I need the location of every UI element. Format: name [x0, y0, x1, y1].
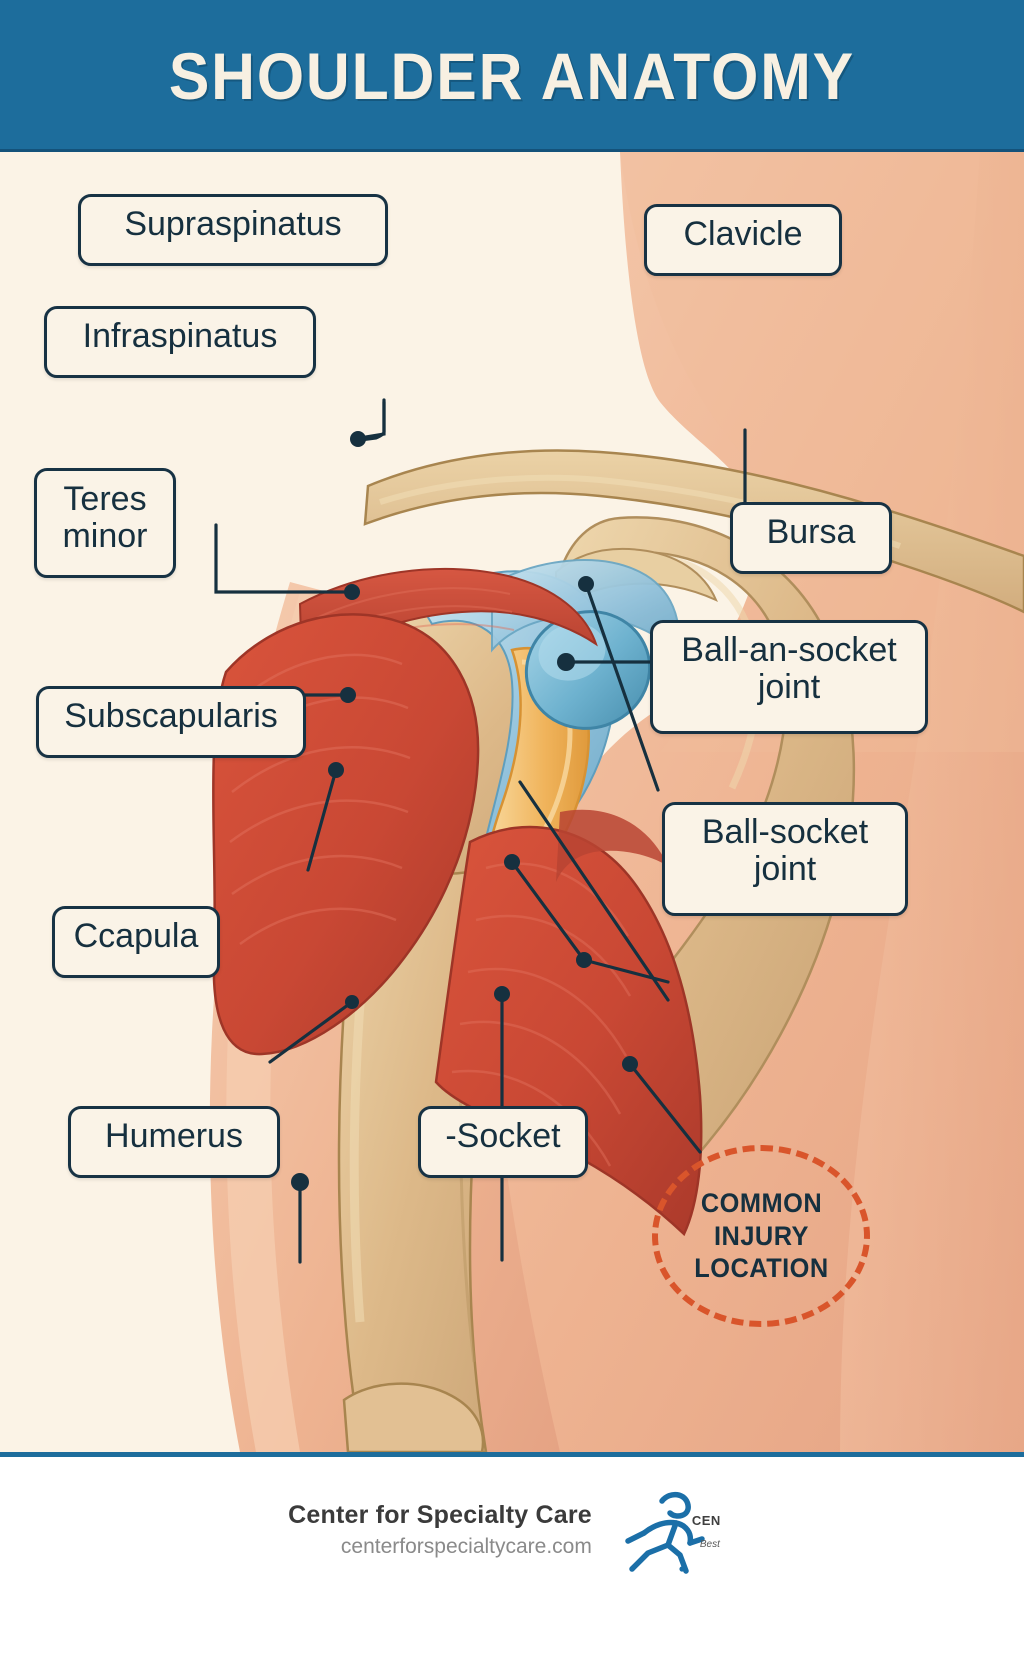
footer-bar: Center for Specialty Care centerforspeci…: [0, 1452, 1024, 1666]
injury-location-text: COMMON INJURY LOCATION: [693, 1187, 829, 1284]
footer-logo-word: CEN: [691, 1513, 721, 1528]
page-title: SHOULDER ANATOMY: [168, 39, 856, 113]
injury-location-marker[interactable]: COMMON INJURY LOCATION: [652, 1145, 870, 1327]
label-teres-minor[interactable]: Teres minor: [34, 468, 176, 578]
leader-dots: [291, 431, 753, 1191]
clavicle-bone: [363, 449, 1024, 614]
label-supraspinatus[interactable]: Supraspinatus: [78, 194, 388, 266]
footer-logo-subtext: Best: [699, 1539, 720, 1550]
header-banner: SHOULDER ANATOMY: [0, 0, 1024, 152]
label-ccapula[interactable]: Ccapula: [52, 906, 220, 978]
label-ball-socket-joint[interactable]: Ball-socket joint: [662, 802, 908, 916]
label-socket[interactable]: -Socket: [418, 1106, 588, 1178]
footer-logo[interactable]: CEN Best: [614, 1483, 736, 1579]
footer-text-block: Center for Specialty Care centerforspeci…: [288, 1500, 592, 1563]
footer-brand-name: Center for Specialty Care: [288, 1500, 592, 1529]
label-infraspinatus[interactable]: Infraspinatus: [44, 306, 316, 378]
footer-website-url[interactable]: centerforspecialtycare.com: [340, 1534, 592, 1558]
label-humerus[interactable]: Humerus: [68, 1106, 280, 1178]
label-ball-an-socket-joint[interactable]: Ball-an-socket joint: [650, 620, 928, 734]
label-clavicle[interactable]: Clavicle: [644, 204, 842, 276]
illustration-canvas: Supraspinatus Infraspinatus Teres minor …: [0, 152, 1024, 1452]
label-subscapularis[interactable]: Subscapularis: [36, 686, 306, 758]
running-figure-icon: [625, 1491, 705, 1574]
label-bursa[interactable]: Bursa: [730, 502, 892, 574]
